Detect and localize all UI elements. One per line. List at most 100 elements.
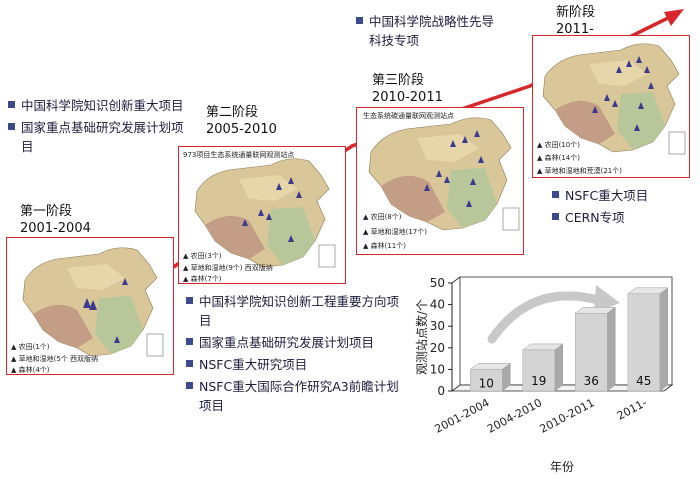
project-label: 中国科学院战略性先导科技专项 [369, 14, 495, 48]
legend-label: 森林(4个) [18, 366, 50, 374]
stage4-legend-1: ▲ 森林(14个) [537, 154, 580, 162]
bar-value-label: 19 [531, 374, 546, 388]
stage1-name: 第一阶段 [20, 204, 73, 219]
stage2-legend-0: ▲ 农田(3个) [183, 252, 222, 260]
stage2-project-2: NSFC重大研究项目 [186, 355, 408, 374]
china-map-icon [542, 43, 686, 155]
stage3-title: 第三阶段 2010-2011 [372, 72, 443, 106]
stage4-project-0: NSFC重大项目 [552, 186, 692, 205]
bar-value-label: 45 [636, 374, 651, 388]
stage4-map: ▲ 农田(10个) ▲ 森林(14个) ▲ 草地和湿地和荒漠(21个) [532, 35, 690, 178]
stage1-legend-0: ▲ 农田(1个) [11, 343, 50, 351]
bullet-icon [8, 123, 15, 130]
stage2-legend-2: ▲ 森林(7个) [183, 275, 222, 283]
bar-side [554, 343, 563, 392]
legend-label: 森林(11个) [370, 242, 406, 250]
stage4-project-1: CERN专项 [552, 208, 692, 227]
stage2-map: 973项目生态系统通量联网观测站点 ▲ 农田(3个) ▲ 草地和湿地(9个) 西… [178, 146, 346, 284]
bullet-icon [552, 191, 559, 198]
y-tick-label: 40 [430, 298, 445, 312]
bullet-icon [186, 297, 193, 304]
trend-arrowhead-icon [594, 285, 620, 313]
legend-label: 森林(7个) [190, 275, 222, 283]
stage2-map-caption: 973项目生态系统通量联网观测站点 [183, 151, 295, 159]
bar [627, 293, 660, 392]
bar [522, 349, 555, 392]
stage1-project-1: 国家重点基础研究发展计划项目 [8, 118, 188, 156]
stage1-legend-2: ▲ 森林(4个) [11, 366, 50, 374]
project-label: 国家重点基础研究发展计划项目 [199, 335, 375, 350]
y-tick-label: 50 [430, 276, 445, 290]
x-tick-label: 2004-2010 [485, 396, 544, 436]
y-tick-label: 20 [430, 341, 445, 355]
project-label: 中国科学院知识创新工程重要方向项目 [199, 294, 400, 328]
bar [470, 369, 503, 392]
project-label: 中国科学院知识创新重大项目 [21, 98, 184, 113]
bar-side [607, 306, 616, 392]
china-map-icon [368, 117, 520, 231]
stage2-years: 2005-2010 [206, 122, 277, 137]
stage4-name: 新阶段 [556, 5, 596, 20]
legend-label: 农田(8个) [370, 213, 402, 221]
stage2-name: 第二阶段 [206, 105, 259, 120]
bullet-icon [552, 213, 559, 220]
stage4-years: 2011- [556, 22, 594, 37]
stage4-legend-0: ▲ 农田(10个) [537, 141, 580, 149]
stage2-project-0: 中国科学院知识创新工程重要方向项目 [186, 292, 408, 330]
bar-value-label: 10 [479, 376, 494, 390]
x-tick-label: 2001-2004 [433, 396, 492, 436]
bar-side [659, 287, 668, 392]
legend-label: 农田(10个) [544, 141, 580, 149]
project-label: NSFC重大国际合作研究A3前瞻计划项目 [199, 379, 399, 413]
stage1-projects: 中国科学院知识创新重大项目 国家重点基础研究发展计划项目 [8, 96, 188, 159]
stage1-project-0: 中国科学院知识创新重大项目 [8, 96, 188, 115]
stage3-project-0: 中国科学院战略性先导科技专项 [356, 12, 506, 50]
chart-svg: 01020304050观测站点数/个102001-2004192004-2010… [414, 276, 674, 474]
stage1-title: 第一阶段 2001-2004 [20, 203, 91, 237]
legend-label: 草地和湿地(5个 西双版纳 [18, 355, 99, 363]
stage4-legend-2: ▲ 草地和湿地和荒漠(21个) [537, 167, 622, 175]
china-map-icon [22, 247, 164, 357]
x-tick-label: 2010-2011 [538, 396, 597, 436]
stage4-projects: NSFC重大项目 CERN专项 [552, 186, 692, 230]
y-tick-label: 0 [437, 384, 445, 398]
legend-label: 草地和湿地(17个) [370, 228, 427, 236]
stage2-projects: 中国科学院知识创新工程重要方向项目 国家重点基础研究发展计划项目 NSFC重大研… [186, 292, 408, 418]
y-axis-label: 观测站点数/个 [414, 299, 429, 375]
stage1-legend-1: ▲ 草地和湿地(5个 西双版纳 [11, 355, 99, 363]
stage1-map: ▲ 农田(1个) ▲ 草地和湿地(5个 西双版纳 ▲ 森林(4个) [6, 237, 174, 375]
stage3-projects: 中国科学院战略性先导科技专项 [356, 12, 506, 53]
bar [575, 312, 608, 392]
legend-label: 森林(14个) [544, 154, 580, 162]
stage2-legend-1: ▲ 草地和湿地(9个) 西双版纳 [183, 264, 273, 272]
stage1-years: 2001-2004 [20, 221, 91, 236]
legend-label: 农田(3个) [190, 252, 222, 260]
project-label: 国家重点基础研究发展计划项目 [21, 120, 184, 154]
stage3-legend-1: ▲ 草地和湿地(17个) [363, 228, 427, 236]
stage3-map: 生态系统碳通量联网观测站点 ▲ 农田(8个) ▲ 草地和湿地(17个) ▲ 森林… [356, 107, 524, 255]
stage4-title: 新阶段 2011- [556, 4, 595, 38]
bar-value-label: 36 [584, 374, 599, 388]
stage2-project-1: 国家重点基础研究发展计划项目 [186, 333, 408, 352]
project-label: NSFC重大研究项目 [199, 357, 308, 372]
stage3-legend-0: ▲ 农田(8个) [363, 213, 402, 221]
stage3-map-caption: 生态系统碳通量联网观测站点 [363, 112, 454, 120]
china-map-icon [194, 158, 336, 268]
trend-arrow-icon [487, 291, 607, 344]
y-axis-depth [451, 276, 461, 284]
stage3-legend-2: ▲ 森林(11个) [363, 242, 406, 250]
bullet-icon [356, 17, 363, 24]
stage3-name: 第三阶段 [372, 73, 425, 88]
bullet-icon [186, 360, 193, 367]
y-tick-label: 30 [430, 319, 445, 333]
bullet-icon [186, 382, 193, 389]
legend-label: 草地和湿地和荒漠(21个) [544, 167, 622, 175]
project-label: CERN专项 [565, 210, 625, 225]
stage2-title: 第二阶段 2005-2010 [206, 104, 277, 138]
stage3-years: 2010-2011 [372, 90, 443, 105]
y-tick-label: 10 [430, 362, 445, 376]
legend-label: 农田(1个) [18, 343, 50, 351]
bullet-icon [8, 101, 15, 108]
x-tick-label: 2011- [615, 396, 649, 422]
